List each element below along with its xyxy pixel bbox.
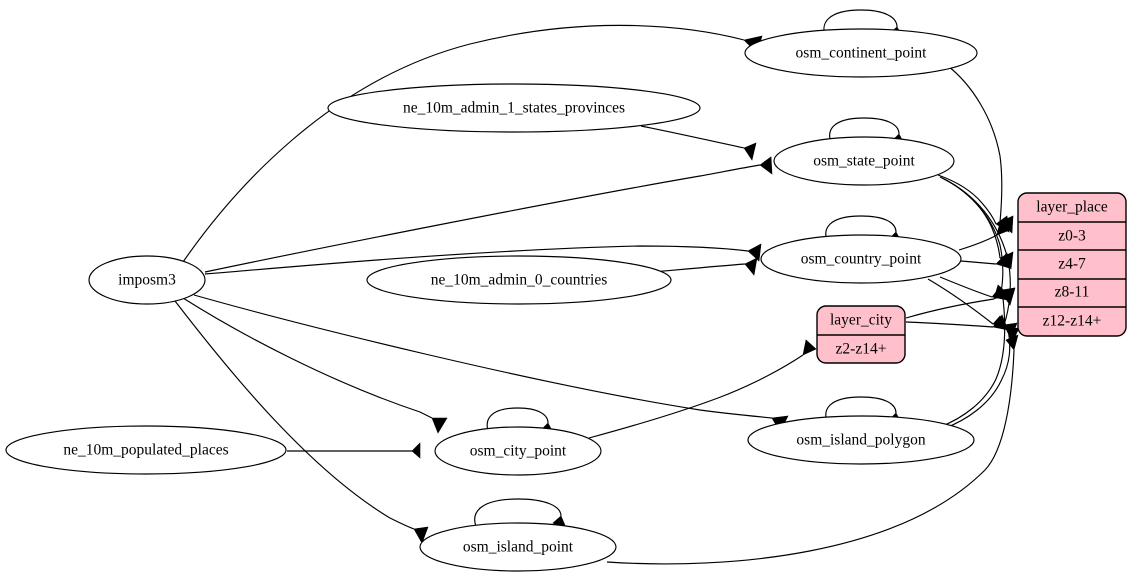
- edge-ne-admin1-to-osm-state-point: [640, 125, 757, 161]
- edge-osm-state-point-to-layer-place-z8-11: [941, 177, 1015, 306]
- node-osm-state-point[interactable]: osm_state_point: [773, 136, 955, 186]
- node-label-osm-country-point: osm_country_point: [801, 251, 922, 268]
- node-osm-country-point[interactable]: osm_country_point: [760, 234, 962, 284]
- edge-osm-state-point-to-layer-place-z0-3: [937, 174, 1010, 233]
- node-label-osm-state-point: osm_state_point: [813, 153, 915, 170]
- node-label-ne-populated-places: ne_10m_populated_places: [63, 442, 228, 459]
- node-imposm3[interactable]: imposm3: [88, 255, 206, 305]
- node-label-osm-island-point: osm_island_point: [463, 539, 574, 556]
- node-label-ne-admin0: ne_10m_admin_0_countries: [431, 272, 608, 289]
- record-row-layer-place-title: layer_place: [1036, 199, 1108, 216]
- record-row-layer-place-z4-7[interactable]: z4-7: [1058, 256, 1086, 273]
- edge-osm-city-point-to-layer-city: [588, 339, 817, 439]
- edge-imposm3-to-osm-island-polygon: [193, 294, 789, 433]
- node-osm-continent-point[interactable]: osm_continent_point: [744, 28, 978, 78]
- node-layer: imposm3 ne_10m_admin_1_states_provinces …: [5, 28, 978, 572]
- node-ne-10m-populated-places[interactable]: ne_10m_populated_places: [5, 425, 287, 475]
- node-osm-island-polygon[interactable]: osm_island_polygon: [747, 415, 975, 465]
- record-row-layer-place-z12-z14[interactable]: z12-z14+: [1043, 313, 1102, 330]
- edge-osm-country-point-to-layer-place-z4-7: [960, 252, 1010, 269]
- record-row-layer-place-z8-11[interactable]: z8-11: [1055, 284, 1090, 301]
- edge-layer: [174, 9, 1020, 565]
- edge-osm-island-point-to-layer-place-z12: [606, 334, 1019, 565]
- edge-layer-city-to-layer-place-z8-11: [905, 284, 1009, 319]
- node-osm-island-point[interactable]: osm_island_point: [419, 522, 617, 572]
- record-row-layer-city-title: layer_city: [830, 312, 892, 329]
- node-osm-city-point[interactable]: osm_city_point: [434, 426, 602, 476]
- record-layer-city[interactable]: layer_city z2-z14+: [816, 305, 906, 364]
- node-label-ne-admin1: ne_10m_admin_1_states_provinces: [403, 100, 625, 117]
- node-label-osm-island-polygon: osm_island_polygon: [796, 432, 925, 449]
- edge-imposm3-to-osm-continent-point: [182, 24, 763, 263]
- record-row-layer-place-z0-3[interactable]: z0-3: [1058, 228, 1086, 245]
- edge-ne-populated-places-to-osm-city-point: [287, 442, 421, 459]
- node-ne-10m-admin-0-countries[interactable]: ne_10m_admin_0_countries: [366, 255, 672, 305]
- node-label-imposm3: imposm3: [118, 272, 176, 289]
- record-layer-place[interactable]: layer_place z0-3 z4-7 z8-11 z12-z14+: [1017, 192, 1127, 337]
- edge-osm-island-polygon-to-layer-place-z4-7: [939, 287, 1016, 428]
- edge-imposm3-to-osm-state-point: [204, 156, 773, 273]
- edge-layer-city-to-layer-place-z12: [905, 314, 1009, 331]
- edge-imposm3-to-osm-city-point: [182, 297, 448, 434]
- edge-osm-country-point-to-layer-place-z12: [927, 278, 1009, 331]
- edge-imposm3-to-osm-country-point: [204, 243, 762, 275]
- record-layer: layer_place z0-3 z4-7 z8-11 z12-z14+ lay…: [816, 192, 1127, 364]
- edge-osm-country-point-to-layer-place-z0-3: [958, 221, 1011, 251]
- edge-imposm3-to-osm-island-point: [174, 300, 429, 544]
- node-label-osm-city-point: osm_city_point: [470, 443, 567, 460]
- node-ne-10m-admin-1-states-provinces[interactable]: ne_10m_admin_1_states_provinces: [327, 83, 701, 133]
- edge-ne-admin0-to-osm-country-point: [653, 257, 758, 276]
- node-label-osm-continent-point: osm_continent_point: [796, 45, 928, 62]
- record-row-layer-city-z2-z14[interactable]: z2-z14+: [836, 341, 887, 358]
